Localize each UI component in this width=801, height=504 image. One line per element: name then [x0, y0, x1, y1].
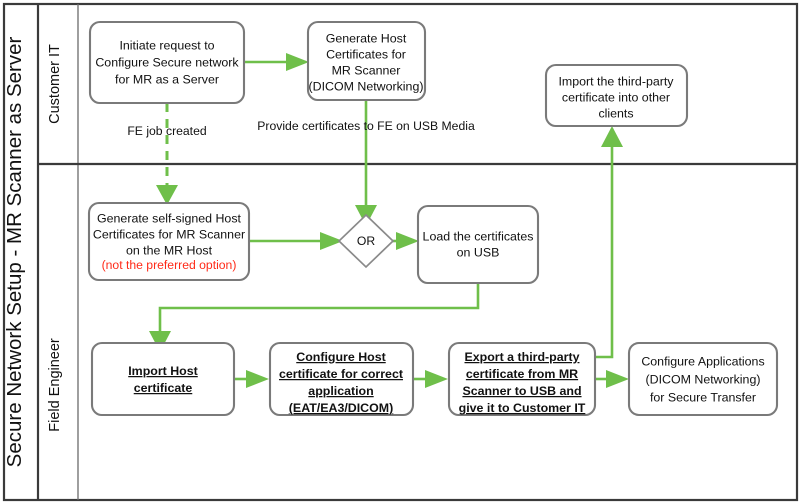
node-configure-host-certificate-shape[interactable]	[268, 341, 415, 417]
node-or-gateway-label: OR	[357, 234, 375, 248]
node-configure-applications-line-1: Configure Applications	[641, 354, 764, 368]
arrowhead-export-to-configure-apps	[606, 370, 629, 388]
connector-load-usb-to-import-host	[158, 283, 480, 332]
node-initiate-request-shape[interactable]	[88, 20, 246, 105]
node-configure-host-certificate-line-4: (EAT/EA3/DICOM)	[289, 401, 393, 415]
page-title: Secure Network Setup - MR Scanner as Ser…	[3, 36, 26, 467]
node-load-certificates-usb-shape[interactable]	[416, 204, 540, 285]
lane-label-customer-it: Customer IT	[47, 44, 63, 124]
node-configure-host-certificate-line-3: application	[308, 384, 373, 398]
arrowhead-load-usb-to-import-host	[149, 331, 171, 352]
arrowhead-initiate-to-generate	[286, 53, 309, 71]
node-export-third-party-line-3: Scanner to USB and	[462, 384, 581, 398]
node-load-certificates-usb-line-1: Load the certificates	[423, 229, 534, 243]
node-initiate-request-line-2: Configure Secure network	[95, 55, 239, 69]
arrowhead-import-to-configure	[246, 370, 269, 388]
node-or-gateway-shape[interactable]	[337, 213, 395, 269]
connector-export-to-import-other-clients	[567, 146, 614, 359]
node-generate-host-certificates-line-3: MR Scanner	[332, 63, 401, 77]
node-configure-host-certificate-line-2: certificate for correct	[279, 367, 403, 381]
node-load-certificates-usb-line-2: on USB	[457, 245, 500, 259]
node-export-third-party-line-2: certificate from MR	[466, 367, 578, 381]
node-configure-applications-line-3: for Secure Transfer	[650, 390, 756, 404]
node-import-third-party-other-clients-line-2: certificate into other	[562, 90, 670, 104]
node-import-host-certificate-line-2: certificate	[134, 381, 193, 395]
edge-label-provide-certificates: Provide certificates to FE on USB Media	[257, 119, 475, 133]
node-configure-applications[interactable]: Configure Applications (DICOM Networking…	[627, 341, 779, 417]
node-import-third-party-other-clients-shape[interactable]	[544, 63, 689, 128]
arrowhead-fe-job-created	[156, 185, 178, 205]
node-generate-self-signed-warning: (not the preferred option)	[102, 258, 237, 272]
node-initiate-request[interactable]: Initiate request to Configure Secure net…	[88, 20, 246, 105]
node-import-third-party-other-clients[interactable]: Import the third-party certificate into …	[544, 63, 689, 128]
node-generate-host-certificates-line-1: Generate Host	[326, 31, 407, 45]
node-export-third-party-shape[interactable]	[447, 341, 597, 417]
node-configure-host-certificate-line-1: Configure Host	[296, 350, 385, 364]
node-import-host-certificate[interactable]: Import Host certificate	[90, 341, 236, 417]
node-import-third-party-other-clients-line-1: Import the third-party	[558, 74, 674, 88]
node-generate-host-certificates[interactable]: Generate Host Certificates for MR Scanne…	[306, 20, 427, 102]
node-import-third-party-other-clients-line-3: clients	[598, 106, 633, 120]
node-or-gateway[interactable]: OR	[337, 213, 395, 269]
node-generate-self-signed[interactable]: Generate self-signed Host Certificates f…	[87, 201, 251, 282]
node-configure-host-certificate[interactable]: Configure Host certificate for correct a…	[268, 341, 415, 417]
node-generate-self-signed-line-2: Certificates for MR Scanner	[93, 227, 245, 241]
node-generate-host-certificates-shape[interactable]	[306, 20, 427, 102]
node-configure-applications-shape[interactable]	[627, 341, 779, 417]
node-initiate-request-line-1: Initiate request to	[119, 38, 214, 52]
edge-label-fe-job-created: FE job created	[127, 124, 206, 138]
node-generate-self-signed-line-1: Generate self-signed Host	[97, 211, 242, 225]
arrowhead-or-to-load-usb	[396, 232, 419, 250]
arrowhead-selfsigned-to-or	[320, 232, 343, 250]
node-configure-applications-line-2: (DICOM Networking)	[646, 372, 761, 386]
node-load-certificates-usb[interactable]: Load the certificates on USB	[416, 204, 540, 285]
node-import-host-certificate-line-1: Import Host	[128, 364, 198, 378]
lane-label-field-engineer: Field Engineer	[47, 338, 63, 432]
node-generate-host-certificates-line-4: (DICOM Networking)	[309, 79, 424, 93]
node-export-third-party[interactable]: Export a third-party certificate from MR…	[447, 341, 597, 417]
arrowhead-export-to-import-other-clients	[601, 126, 623, 147]
node-generate-host-certificates-line-2: Certificates for	[326, 47, 406, 61]
node-generate-self-signed-shape[interactable]	[87, 201, 251, 282]
node-export-third-party-line-1: Export a third-party	[465, 350, 580, 364]
node-initiate-request-line-3: for MR as a Server	[115, 72, 219, 86]
node-import-host-certificate-shape[interactable]	[90, 341, 236, 417]
node-export-third-party-line-4: give it to Customer IT	[459, 401, 586, 415]
node-generate-self-signed-line-3: on the MR Host	[126, 243, 213, 257]
arrowhead-configure-to-export	[425, 370, 448, 388]
